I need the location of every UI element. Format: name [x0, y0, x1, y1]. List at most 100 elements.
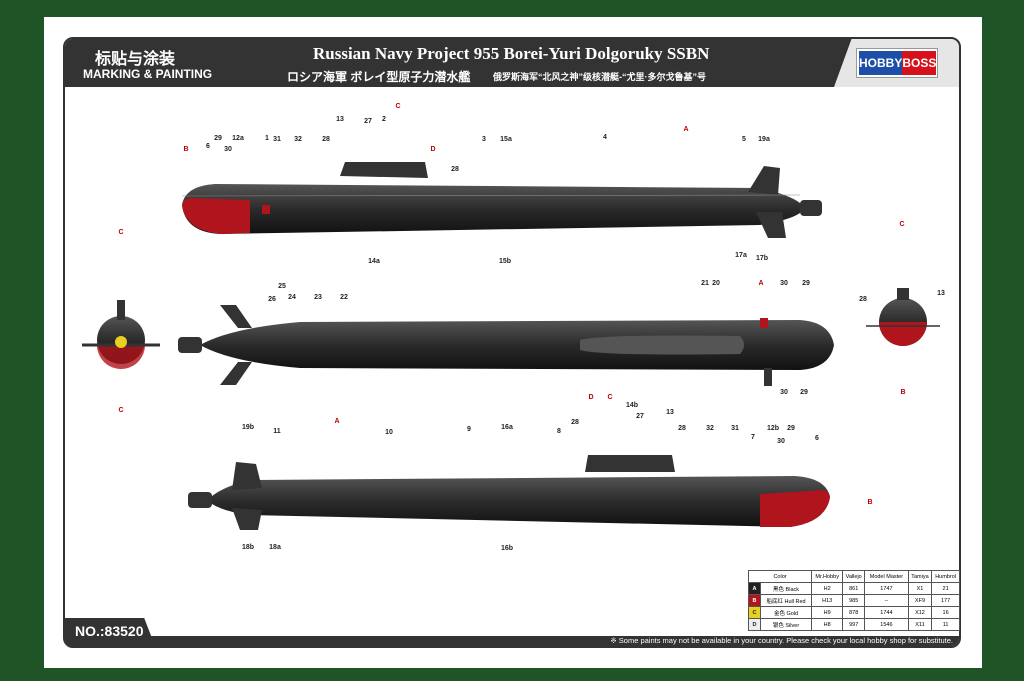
- callout-31: 31: [273, 136, 281, 143]
- callout-12b: 12b: [766, 425, 780, 432]
- subtitle-jp: ロシア海軍 ボレイ型原子力潜水艦: [287, 70, 471, 84]
- callout-28: 28: [571, 419, 579, 426]
- callout-25: 25: [278, 283, 286, 290]
- kit-number: NO.:83520: [65, 618, 155, 646]
- callout-19b: 19b: [241, 424, 255, 431]
- callout-18a: 18a: [269, 544, 281, 551]
- callout-13: 13: [666, 409, 674, 416]
- color-tamiya: X1: [907, 582, 933, 595]
- callout-31: 31: [731, 425, 739, 432]
- callout-32: 32: [706, 425, 714, 432]
- color-name: 船底红 Hull Red: [759, 594, 813, 607]
- callout-26: 26: [268, 296, 276, 303]
- callout-15a: 15a: [500, 136, 512, 143]
- color-humbrol: 21: [931, 582, 960, 595]
- color-model-master: 1744: [864, 606, 909, 619]
- callout-7: 7: [751, 434, 755, 441]
- callout-6: 6: [815, 435, 819, 442]
- callout-14b: 14b: [625, 402, 639, 409]
- callout-29: 29: [214, 135, 222, 142]
- callout-3: 3: [482, 136, 486, 143]
- callout-5: 5: [742, 136, 746, 143]
- callout-27: 27: [364, 118, 372, 125]
- callout-28: 28: [451, 166, 459, 173]
- plan-view: [178, 305, 834, 386]
- color-mr-hobby: H2: [811, 582, 844, 595]
- callout-32: 32: [294, 136, 302, 143]
- color-vallejo: 878: [842, 606, 866, 619]
- callout-9: 9: [467, 426, 471, 433]
- color-table: Color Mr.Hobby Vallejo Model Master Tami…: [747, 570, 960, 631]
- callout-D: D: [588, 394, 594, 401]
- callout-23: 23: [314, 294, 322, 301]
- callout-B: B: [867, 499, 873, 506]
- callout-30: 30: [224, 146, 232, 153]
- color-humbrol: 16: [931, 606, 960, 619]
- color-tamiya: X12: [907, 606, 933, 619]
- callout-28: 28: [859, 296, 867, 303]
- callout-11: 11: [273, 428, 281, 435]
- callout-B: B: [900, 389, 906, 396]
- color-tamiya: XF9: [907, 594, 933, 607]
- callout-4: 4: [603, 134, 607, 141]
- callout-30: 30: [780, 280, 788, 287]
- callout-16b: 16b: [500, 545, 514, 552]
- callout-28: 28: [322, 136, 330, 143]
- callout-B: B: [183, 146, 189, 153]
- rear-view: [866, 288, 940, 346]
- callout-A: A: [334, 418, 340, 425]
- color-vallejo: 861: [842, 582, 866, 595]
- callout-C: C: [899, 221, 905, 228]
- hobbyboss-logo: HOBBY BOSS: [857, 49, 937, 77]
- callout-30: 30: [780, 389, 788, 396]
- callout-24: 24: [288, 294, 296, 301]
- color-humbrol: 11: [931, 618, 960, 631]
- color-model-master: --: [864, 594, 909, 607]
- color-model-master: 1747: [864, 582, 909, 595]
- callout-13: 13: [937, 290, 945, 297]
- callout-29: 29: [802, 280, 810, 287]
- color-model-master: 1546: [864, 618, 909, 631]
- color-name: 银色 Silver: [759, 618, 813, 631]
- callout-21: 21: [701, 280, 709, 287]
- color-vallejo: 997: [842, 618, 866, 631]
- callout-17a: 17a: [735, 252, 747, 259]
- callout-14a: 14a: [368, 258, 380, 265]
- color-mr-hobby: H13: [811, 594, 844, 607]
- footer-bar: ※ Some paints may not be available in yo…: [65, 636, 959, 646]
- color-code: C: [748, 606, 761, 619]
- color-humbrol: 177: [931, 594, 960, 607]
- callout-8: 8: [557, 428, 561, 435]
- color-mr-hobby: H8: [811, 618, 844, 631]
- callout-15b: 15b: [498, 258, 512, 265]
- callout-1: 1: [265, 135, 269, 142]
- callout-16a: 16a: [501, 424, 513, 431]
- callout-2: 2: [382, 116, 386, 123]
- color-name: 金色 Gold: [759, 606, 813, 619]
- color-mr-hobby: H9: [811, 606, 844, 619]
- callout-6: 6: [206, 143, 210, 150]
- color-vallejo: 985: [842, 594, 866, 607]
- color-tamiya: X11: [907, 618, 933, 631]
- callout-29: 29: [800, 389, 808, 396]
- side-view-bottom: [188, 455, 830, 530]
- callout-12a: 12a: [232, 135, 244, 142]
- footnote: ※ Some paints may not be available in yo…: [610, 636, 953, 645]
- title-cn: 标贴与涂装: [95, 51, 176, 68]
- page-title: Russian Navy Project 955 Borei-Yuri Dolg…: [313, 44, 710, 63]
- callout-13: 13: [336, 116, 344, 123]
- callout-D: D: [430, 146, 436, 153]
- color-code: A: [748, 582, 761, 595]
- callout-22: 22: [340, 294, 348, 301]
- title-en: MARKING & PAINTING: [83, 67, 213, 81]
- callout-A: A: [683, 126, 689, 133]
- color-name: 黑色 Black: [759, 582, 813, 595]
- callout-19a: 19a: [758, 136, 770, 143]
- callout-20: 20: [712, 280, 720, 287]
- callout-C: C: [118, 229, 124, 236]
- callout-10: 10: [385, 429, 393, 436]
